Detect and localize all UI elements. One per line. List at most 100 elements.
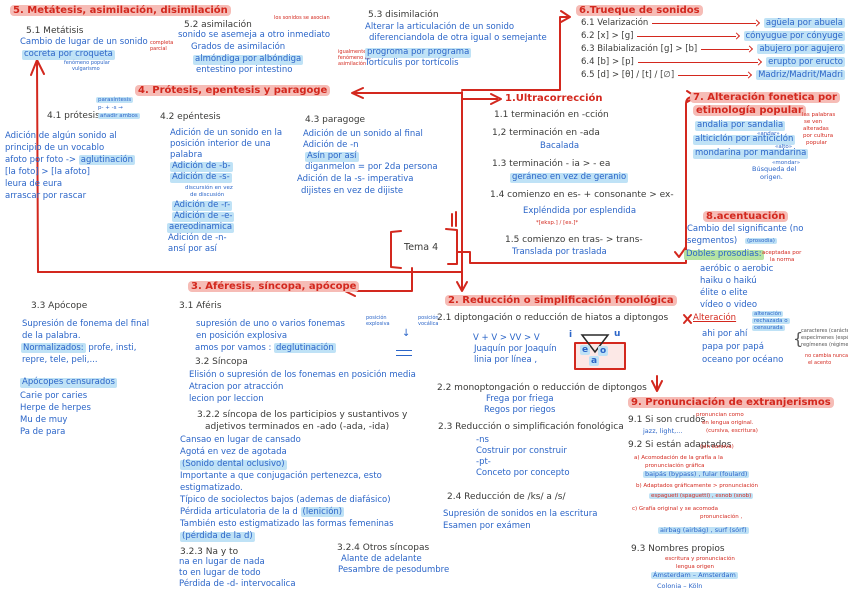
arrow-to-ultracorreccion — [461, 93, 502, 105]
s7-example-3: mondarina por mandarina — [693, 148, 809, 159]
s8-example-2: haiku o haikú — [700, 276, 757, 286]
trueque-label: 6.3 Bilabialización [g] > [b] — [581, 44, 698, 54]
s52-example-1: almóndiga por albóndiga — [193, 54, 304, 65]
heading-extranjerismos: 9. Pronunciación de extranjerismos — [628, 397, 834, 409]
s92-a-1: a) Acomodación de la grafía a la — [634, 455, 724, 461]
s32-title: 3.2 Síncopa — [195, 357, 248, 367]
trueque-example: Madriz/Madrit/Madri — [756, 70, 845, 80]
s42-example-e: aereodinamica — [167, 222, 235, 233]
s322-line-9: (pérdida de la d) — [180, 531, 255, 542]
vowel-a: a — [589, 356, 600, 366]
s33-def-2: de la palabra. — [22, 331, 81, 341]
vowel-i: i — [569, 330, 573, 340]
s52-example-2: entestino por intestino — [196, 65, 293, 75]
s33-norm-term: Normalizados: — [21, 343, 86, 353]
trueque-row: 6.1 Velarización agüela por abuela — [581, 18, 845, 28]
s8-example-5: ahi por ahí — [702, 329, 748, 339]
vowel-o: o — [598, 346, 609, 356]
s42-note-1: discursión en vez — [185, 185, 233, 191]
s322-line-7: Pérdida articulatoria de la d (lenición) — [180, 507, 345, 518]
heading-acentuacion: 8.acentuación — [703, 211, 789, 223]
trueque-label: 6.5 [d] > [θ] / [t] / [∅] — [581, 70, 675, 80]
s7-example-1: andalia por sandalia — [695, 120, 786, 131]
s8-dobles-note-2: la norma — [770, 257, 795, 263]
s93-example-1: Ámsterdam – Amsterdam — [651, 571, 738, 580]
s324-line-1: Alante de adelante — [341, 554, 422, 564]
s51-scribble-2: vulgarismo — [72, 66, 100, 72]
s323-line-1: na en lugar de nada — [179, 557, 265, 567]
s43-example-3: dijistes en vez de dijiste — [301, 186, 404, 196]
s8-alteracion: Alteración — [693, 313, 737, 323]
s22-example-1: Frega por friega — [486, 394, 554, 404]
s8-plural-note-2: el acento — [808, 360, 832, 366]
s41-title: 4.1 prótesis — [47, 111, 100, 121]
s41-example-4: arrascar por rascar — [5, 191, 87, 201]
s7-origin-3: «mondar» — [772, 160, 801, 166]
s7-note-5: popular — [806, 140, 827, 146]
s92-c-2: pronunciación , — [700, 514, 743, 520]
center-node-tema4: Tema 4 — [404, 242, 439, 253]
s1-item-14: 1.4 comienzo en es- + consonante > ex- — [490, 190, 674, 200]
s7-search-2: origen. — [760, 173, 783, 181]
s322-line-1: Cansao en lugar de cansado — [180, 435, 301, 445]
s322-line-5: estigmatizado. — [180, 483, 243, 493]
arrow-to-reduccion — [456, 271, 468, 292]
s53-example-1: progroma por programa — [365, 47, 472, 58]
trunk-strokes — [451, 211, 457, 227]
s42-item-s: Adición de -s- — [170, 172, 232, 183]
s323-line-2: to en lugar de todo — [179, 568, 261, 578]
s41-example-2: [la foto] > [la afoto] — [5, 167, 90, 177]
s1-example-15: Translada por traslada — [512, 247, 607, 257]
s7-search-1: Búsqueda del — [752, 165, 797, 173]
tema-bracket-left — [390, 230, 402, 269]
s8-example-7: oceano por océano — [702, 355, 784, 365]
s43-example-1: Asín por así — [305, 151, 359, 162]
double-underline-mark — [396, 350, 412, 356]
s53-example-2: Tortículis por tortícolis — [365, 58, 459, 68]
trueque-example: agüela por abuela — [763, 18, 845, 28]
s23-line-3: -pt- — [476, 457, 491, 467]
s322-line-3: (Sonido dental oclusivo) — [180, 459, 287, 470]
s8-example-3: élite o elite — [700, 288, 748, 298]
s23-line-1: -ns — [476, 435, 489, 445]
s41-note-2: p- + -s → — [98, 105, 123, 111]
s93-example-2: Colonia – Köln — [657, 582, 703, 590]
s33-example-4: Pa de para — [20, 427, 66, 437]
s323-line-3: Pérdida de -d- intervocalica — [179, 579, 296, 589]
s21-example-2: linia por línea , — [474, 355, 538, 365]
s93-note-1: escritura y pronunciación — [665, 556, 735, 562]
s322-line-2: Agotá en vez de agotada — [180, 447, 287, 457]
s22-example-2: Regos por riegos — [484, 405, 556, 415]
s1-example-14: Expléndida por esplendida — [523, 206, 637, 216]
s41-def-2: principio de un vocablo — [5, 143, 105, 153]
s7-origin-2: «alto» — [775, 144, 793, 150]
s1-example-13: geráneo en vez de geranio — [510, 172, 629, 183]
s41-ex1-text: afoto por foto -> — [5, 155, 77, 165]
s8-dobles-note-1: aceptadas por — [762, 250, 802, 256]
s322-line-6: Típico de sociolectos bajos (ademas de d… — [180, 495, 391, 505]
s8-example-4: vídeo o video — [700, 300, 758, 310]
s92-b-example: espagueti (spaguetti) , esnob (snob) — [649, 493, 754, 500]
s322-title-1: 3.2.2 síncopa de los participios y susta… — [197, 410, 408, 420]
s42-example-n: ansí por así — [168, 244, 217, 254]
s52-grados: Grados de asimilación — [191, 42, 286, 52]
trueque-label: 6.2 [x] > [g] — [581, 31, 634, 41]
s8-def-note: (prosodia) — [745, 238, 777, 245]
trueque-label: 6.1 Velarización — [581, 18, 649, 28]
s31-example: amos por vamos : deglutinación — [195, 343, 336, 354]
s51-example: cocreta por croqueta — [22, 49, 115, 60]
s33-def-1: Supresión de fonema del final — [22, 319, 150, 329]
tema-bracket-right — [445, 228, 458, 265]
s43-item-s: Adición de la -s- imperativa — [297, 174, 414, 184]
s24-title: 2.4 Reducción de /ks/ a /s/ — [447, 492, 566, 502]
s1-item-12: 1,2 terminación en -ada — [492, 128, 600, 138]
s322-line-4: Importante a que conjugación pertenezca,… — [180, 471, 382, 481]
s8-alt-note-2: rechazada o — [752, 318, 790, 325]
s23-title: 2.3 Reducción o simplificación fonológic… — [438, 422, 624, 432]
s21-note1-l1: posición — [366, 315, 387, 321]
s23-line-2: Costruir por construir — [476, 446, 567, 456]
s42-note-2: de discusión — [190, 192, 225, 198]
s7-note-4: por cultura — [803, 133, 834, 139]
s24-line-1: Supresión de sonidos en la escritura — [443, 509, 598, 519]
